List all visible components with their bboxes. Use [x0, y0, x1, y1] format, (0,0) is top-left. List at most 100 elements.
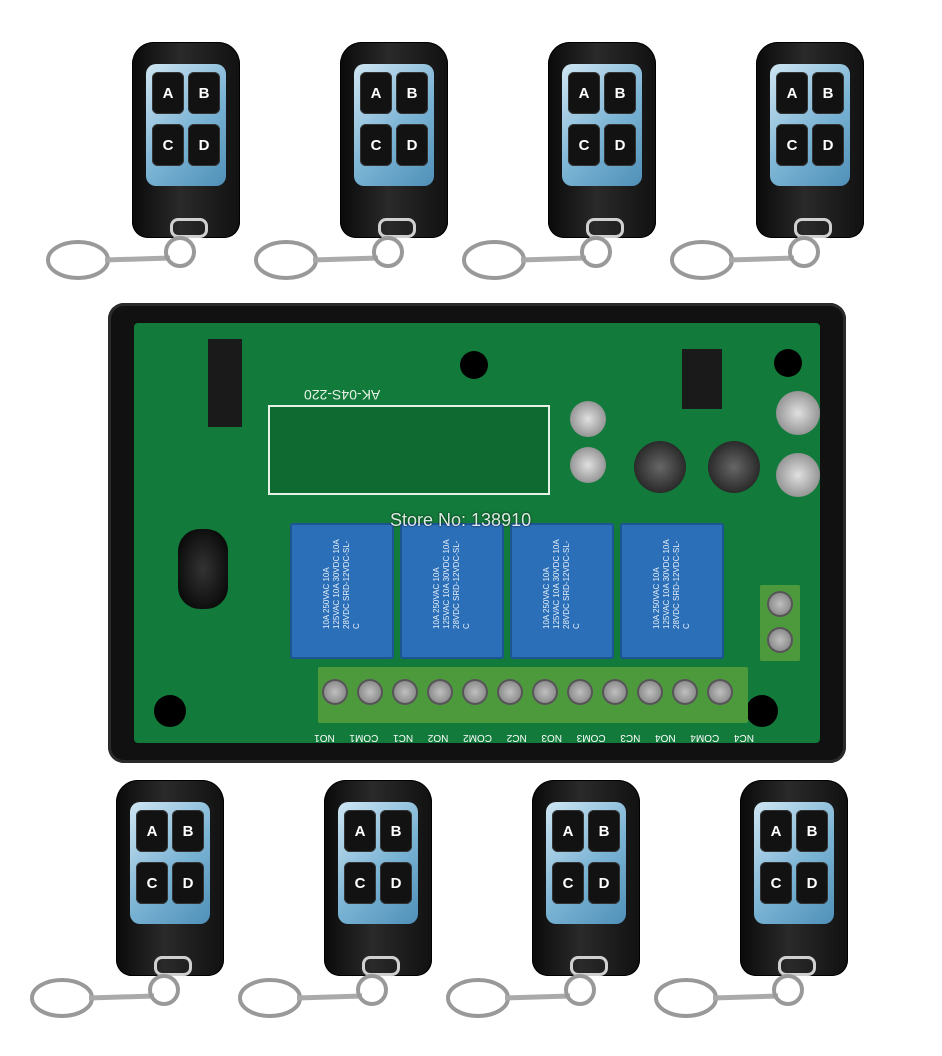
terminal-labels: NC4 COM4 NO4 NC3 COM3 NO3 NC2 COM2 NO2 N…	[314, 725, 754, 743]
terminal-screw	[462, 679, 488, 705]
remote-body: A B C D	[132, 42, 240, 238]
relay-4: 10A 250VAC 10A 125VAC 10A 30VDC 10A 28VD…	[620, 523, 724, 659]
terminal-screw	[497, 679, 523, 705]
inductor	[634, 441, 686, 493]
mounting-hole	[774, 349, 802, 377]
terminal-screw	[427, 679, 453, 705]
button-c: C	[136, 862, 168, 904]
terminal-label: NC2	[506, 732, 527, 743]
remote-top-1: A B C D	[46, 42, 240, 280]
button-a: A	[152, 72, 184, 114]
button-b: B	[812, 72, 844, 114]
button-a: A	[776, 72, 808, 114]
keychain-clip-icon	[238, 974, 388, 1018]
remote-top-4: A B C D	[670, 42, 864, 280]
button-pad: A B C D	[754, 802, 834, 924]
terminal-screw	[707, 679, 733, 705]
keychain-clip-icon	[654, 974, 804, 1018]
terminal-screw	[532, 679, 558, 705]
button-b: B	[172, 810, 204, 852]
remote-body: A B C D	[740, 780, 848, 976]
button-a: A	[136, 810, 168, 852]
key-ring-loop	[570, 956, 608, 976]
button-pad: A B C D	[338, 802, 418, 924]
remote-body: A B C D	[324, 780, 432, 976]
terminal-label: NC1	[393, 732, 414, 743]
remote-bottom-4: A B C D	[654, 780, 848, 1018]
capacitor	[570, 401, 606, 437]
button-c: C	[776, 124, 808, 166]
button-pad: A B C D	[546, 802, 626, 924]
mounting-hole	[460, 351, 488, 379]
capacitor	[776, 391, 820, 435]
terminal-label: COM2	[463, 732, 492, 743]
terminal-screw	[637, 679, 663, 705]
key-ring-loop	[794, 218, 832, 238]
button-c: C	[152, 124, 184, 166]
mounting-hole	[154, 695, 186, 727]
terminal-screw	[767, 591, 793, 617]
button-b: B	[796, 810, 828, 852]
terminal-screw	[392, 679, 418, 705]
button-pad: A B C D	[562, 64, 642, 186]
terminal-screw	[322, 679, 348, 705]
terminal-label: NO3	[541, 732, 562, 743]
button-b: B	[188, 72, 220, 114]
key-ring-loop	[154, 956, 192, 976]
button-b: B	[588, 810, 620, 852]
button-a: A	[568, 72, 600, 114]
ic-chip	[208, 339, 242, 427]
button-d: D	[796, 862, 828, 904]
remote-body: A B C D	[340, 42, 448, 238]
terminal-label: NC3	[620, 732, 641, 743]
capacitor	[776, 453, 820, 497]
button-d: D	[604, 124, 636, 166]
ic-chip	[682, 349, 722, 409]
remote-bottom-2: A B C D	[238, 780, 432, 1018]
terminal-label: NC4	[733, 732, 754, 743]
button-pad: A B C D	[770, 64, 850, 186]
button-c: C	[760, 862, 792, 904]
terminal-label: COM3	[576, 732, 606, 743]
key-ring-loop	[378, 218, 416, 238]
keychain-clip-icon	[46, 236, 196, 280]
button-pad: A B C D	[146, 64, 226, 186]
keychain-clip-icon	[254, 236, 404, 280]
button-c: C	[552, 862, 584, 904]
remote-top-2: A B C D	[254, 42, 448, 280]
mounting-hole	[746, 695, 778, 727]
terminal-label: COM4	[690, 732, 720, 743]
terminal-label: NO1	[314, 732, 335, 743]
button-pad: A B C D	[354, 64, 434, 186]
terminal-label: NO4	[655, 732, 676, 743]
button-a: A	[552, 810, 584, 852]
remote-body: A B C D	[116, 780, 224, 976]
relay-3: 10A 250VAC 10A 125VAC 10A 30VDC 10A 28VD…	[510, 523, 614, 659]
button-b: B	[380, 810, 412, 852]
relay-1: 10A 250VAC 10A 125VAC 10A 30VDC 10A 28VD…	[290, 523, 394, 659]
relay-rating-text: 10A 250VAC 10A 125VAC 10A 30VDC 10A 28VD…	[652, 539, 691, 629]
keychain-clip-icon	[30, 974, 180, 1018]
pcb-model-label: AK-04S-220	[304, 387, 381, 403]
keychain-clip-icon	[462, 236, 612, 280]
remote-bottom-1: A B C D	[30, 780, 224, 1018]
terminal-label: COM1	[349, 732, 379, 743]
relay-rating-text: 10A 250VAC 10A 125VAC 10A 30VDC 10A 28VD…	[542, 539, 581, 629]
remote-body: A B C D	[756, 42, 864, 238]
button-d: D	[172, 862, 204, 904]
keychain-clip-icon	[446, 974, 596, 1018]
key-ring-loop	[362, 956, 400, 976]
button-b: B	[604, 72, 636, 114]
remote-top-3: A B C D	[462, 42, 656, 280]
antenna-coil	[178, 529, 228, 609]
relay-rating-text: 10A 250VAC 10A 125VAC 10A 30VDC 10A 28VD…	[322, 539, 361, 629]
remote-body: A B C D	[548, 42, 656, 238]
output-terminal-block	[318, 667, 748, 723]
power-module	[268, 405, 550, 495]
circuit-board: AK-04S-220 10A 250VAC 10A 125VAC 10A 30V…	[134, 323, 820, 743]
button-a: A	[360, 72, 392, 114]
keychain-clip-icon	[670, 236, 820, 280]
terminal-screw	[602, 679, 628, 705]
terminal-label: NO2	[427, 732, 449, 743]
key-ring-loop	[586, 218, 624, 238]
